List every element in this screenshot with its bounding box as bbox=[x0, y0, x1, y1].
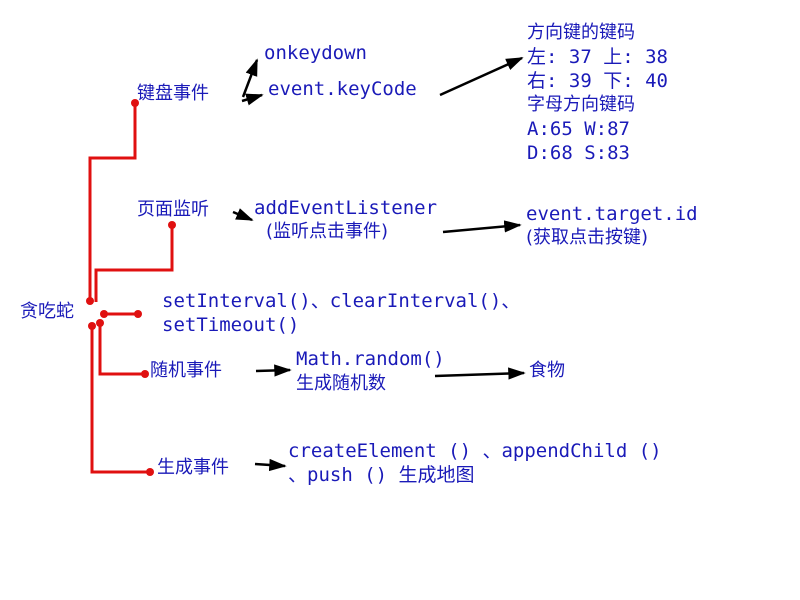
arrow-to-keycode bbox=[241, 93, 264, 106]
event-target-id-note: (获取点击按键) bbox=[526, 227, 649, 248]
generate-event-node: 生成事件 bbox=[157, 457, 229, 478]
arrow-to-target-id bbox=[442, 220, 522, 234]
food-label: 食物 bbox=[529, 360, 565, 381]
connectors bbox=[88, 103, 174, 474]
keycode-label: event.keyCode bbox=[268, 78, 417, 100]
connector-dots bbox=[86, 99, 176, 476]
arrow-to-math-random bbox=[255, 364, 292, 377]
dot-page-listen bbox=[168, 221, 176, 229]
math-random-note: 生成随机数 bbox=[296, 373, 386, 394]
generate-functions-line-2: 、push () 生成地图 bbox=[288, 464, 475, 486]
add-event-listener-label: addEventListener bbox=[254, 197, 438, 219]
arrow-to-food bbox=[434, 367, 526, 380]
dot-root-2 bbox=[100, 310, 108, 318]
connector-generate bbox=[90, 326, 150, 474]
root-node: 贪吃蛇 bbox=[20, 301, 74, 322]
arrow-to-keycodes bbox=[439, 56, 524, 97]
letter-keycode-title: 字母方向键码 bbox=[527, 94, 635, 115]
random-event-node: 随机事件 bbox=[150, 360, 222, 381]
event-target-id-label: event.target.id bbox=[526, 203, 698, 225]
arrow-keycode-title: 方向键的键码 bbox=[527, 22, 635, 43]
onkeydown-label: onkeydown bbox=[264, 42, 367, 64]
dot-keyboard bbox=[131, 99, 139, 107]
timer-functions-line-2: setTimeout() bbox=[162, 314, 300, 336]
keyboard-event-node: 键盘事件 bbox=[137, 83, 209, 104]
arrows bbox=[232, 56, 526, 472]
letter-keycode-line-2: D:68 S:83 bbox=[527, 142, 630, 164]
dot-root-1 bbox=[86, 297, 94, 305]
dot-root-4 bbox=[88, 322, 96, 330]
generate-functions-line-1: createElement () 、appendChild () bbox=[288, 440, 662, 462]
page-listen-node: 页面监听 bbox=[137, 199, 209, 220]
arrow-keycode-line-1: 左: 37 上: 38 bbox=[527, 46, 668, 68]
dot-random bbox=[141, 370, 149, 378]
connector-keyboard bbox=[88, 103, 137, 300]
connector-random bbox=[98, 322, 145, 376]
arrow-to-create-element bbox=[254, 458, 287, 472]
add-event-listener-note: (监听点击事件) bbox=[266, 221, 389, 242]
dot-root-3 bbox=[96, 319, 104, 327]
arrow-keycode-line-2: 右: 39 下: 40 bbox=[527, 70, 668, 92]
timer-functions-line-1: setInterval()、clearInterval()、 bbox=[162, 290, 521, 312]
arrow-to-addeventlistener bbox=[232, 208, 254, 222]
dot-timer bbox=[134, 310, 142, 318]
math-random-label: Math.random() bbox=[296, 348, 445, 370]
arrow-to-onkeydown bbox=[241, 58, 259, 98]
letter-keycode-line-1: A:65 W:87 bbox=[527, 118, 630, 140]
connector-page-listen bbox=[94, 225, 174, 302]
dot-generate bbox=[146, 468, 154, 476]
